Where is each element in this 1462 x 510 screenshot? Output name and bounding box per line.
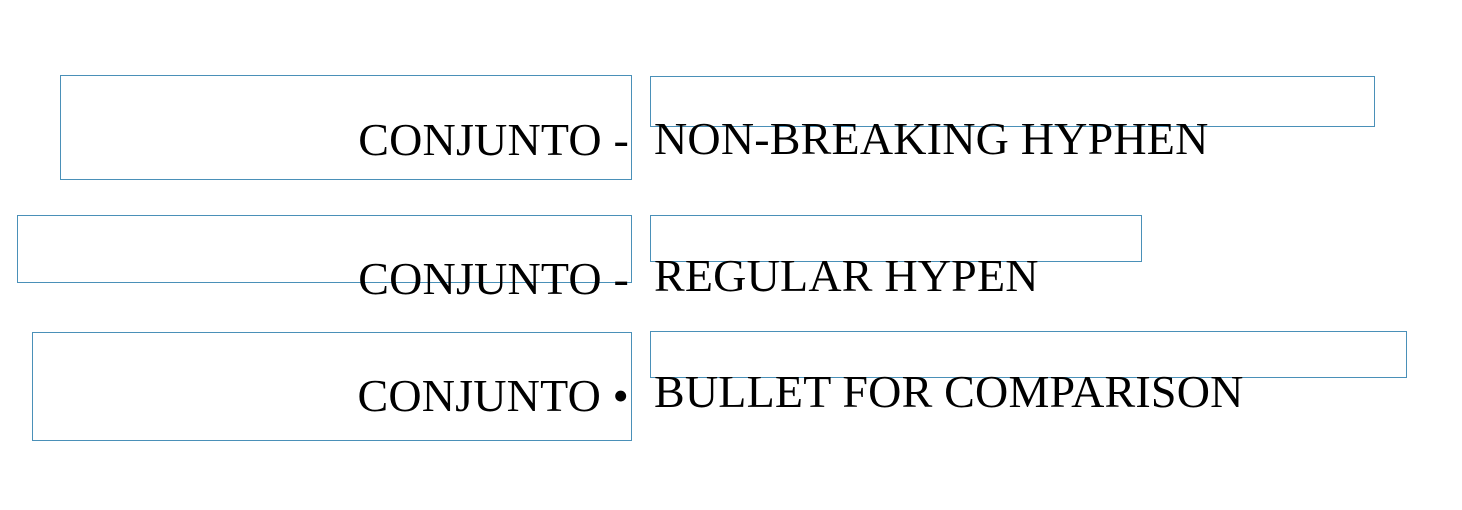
row3-value-text: BULLET FOR COMPARISON: [654, 366, 1244, 417]
text-frame-row2-value[interactable]: REGULAR HYPEN: [650, 215, 1142, 300]
text-frame-row3-label[interactable]: CONJUNTO •: [32, 332, 632, 441]
text-frame-row1-value[interactable]: NON-BREAKING HYPHEN: [650, 76, 1375, 163]
text-frame-row2-label[interactable]: CONJUNTO -: [17, 215, 632, 303]
row2-label-text: CONJUNTO -: [358, 253, 629, 304]
text-frame-row1-label[interactable]: CONJUNTO ‑: [60, 75, 632, 180]
row1-value-text: NON-BREAKING HYPHEN: [654, 113, 1209, 164]
row2-value-text: REGULAR HYPEN: [654, 250, 1039, 301]
row1-label-text: CONJUNTO ‑: [358, 114, 629, 165]
text-frame-row3-value[interactable]: BULLET FOR COMPARISON: [650, 331, 1407, 416]
row3-label-text: CONJUNTO •: [357, 370, 629, 421]
